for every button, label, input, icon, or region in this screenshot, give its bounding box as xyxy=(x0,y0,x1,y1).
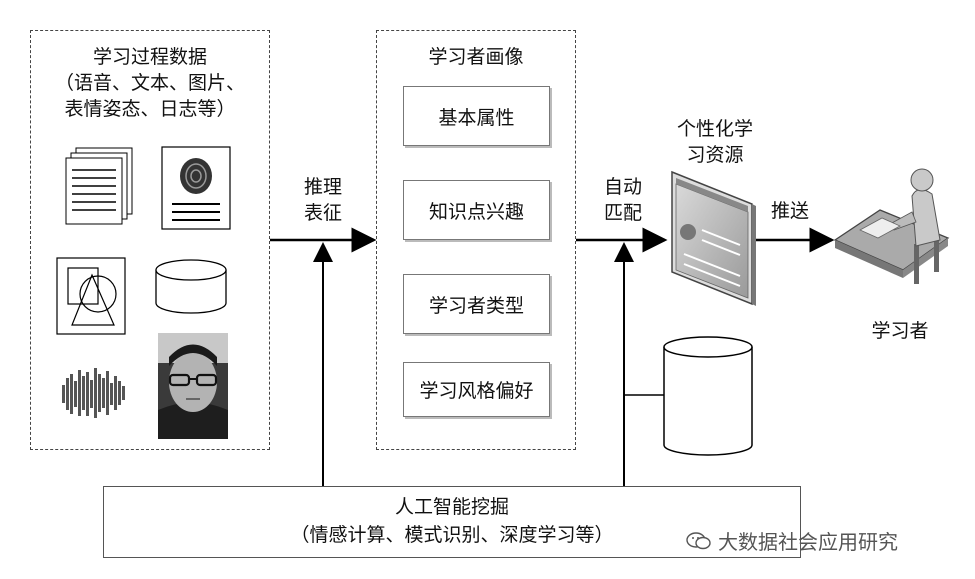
document-stack-icon xyxy=(65,147,133,225)
process-data-panel xyxy=(30,30,270,450)
profile-item-type: 学习者类型 xyxy=(403,274,550,334)
learner-profile-title: 学习者画像 xyxy=(428,46,524,68)
profile-item-style: 学习风格偏好 xyxy=(403,362,550,417)
profile-item-basic: 基本属性 xyxy=(403,86,550,146)
face-photo xyxy=(158,333,228,439)
database-icon xyxy=(663,336,753,456)
profile-item-interest: 知识点兴趣 xyxy=(403,180,550,240)
watermark-text: 大数据社会应用研究 xyxy=(718,530,898,554)
watermark: 大数据社会应用研究 xyxy=(686,526,898,555)
shapes-image-icon xyxy=(56,257,126,335)
ai-mining-subtitle: （情感计算、模式识别、深度学习等） xyxy=(290,524,614,546)
ai-mining-title: 人工智能挖掘 xyxy=(394,496,509,518)
personalized-label-1: 个性化学 xyxy=(676,118,753,140)
reason-label-1: 推理 xyxy=(303,176,342,198)
learner-profile-panel xyxy=(376,30,576,450)
reason-label-2: 表征 xyxy=(303,202,342,224)
match-label-1: 自动 xyxy=(603,176,642,198)
process-data-line2: （语音、文本、图片、 xyxy=(54,72,245,94)
push-label: 推送 xyxy=(770,200,809,222)
log-storage-icon xyxy=(155,259,227,314)
wechat-icon xyxy=(686,531,711,549)
personalized-label-2: 习资源 xyxy=(686,144,744,166)
process-data-title: 学习过程数据 xyxy=(92,46,207,68)
match-label-2: 匹配 xyxy=(603,202,642,224)
learner-label: 学习者 xyxy=(871,320,929,342)
audio-waveform-icon xyxy=(62,368,125,418)
learning-screen-icon xyxy=(671,170,756,306)
learner-desk-icon xyxy=(833,168,950,284)
fingerprint-document-icon xyxy=(161,146,231,230)
process-data-line3: 表情姿态、日志等） xyxy=(64,98,236,120)
ai-mining-box xyxy=(103,486,801,558)
